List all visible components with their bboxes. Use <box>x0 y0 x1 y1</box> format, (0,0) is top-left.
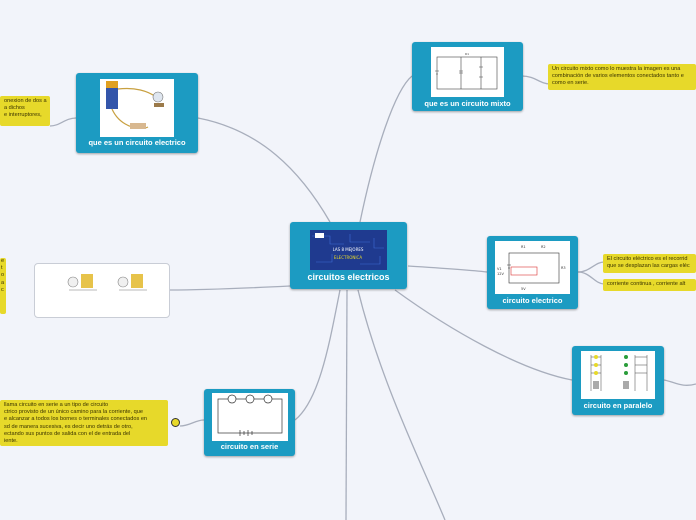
topic-circuito-mixto-label: que es un circuito mixto <box>424 99 511 108</box>
schem-r2: R2 <box>541 245 546 249</box>
central-board-text: LAS 8 MEJORES <box>333 247 364 252</box>
link-globe-icon[interactable] <box>171 418 180 427</box>
parallel-circuit-image <box>581 351 655 399</box>
series-circuit-image <box>212 393 288 441</box>
topic-circuito-electrico-label: circuito electrico <box>502 296 563 305</box>
topic-que-es-circuito-label: que es un circuito electrico <box>88 138 186 147</box>
schem-r1: R1 <box>521 245 526 249</box>
topic-circuito-mixto[interactable]: R1 que es un circuito mixto <box>412 42 523 111</box>
topic-circuito-electrico[interactable]: R1 R2 R3 V1 12V 5V circuito electrico <box>487 236 578 309</box>
schem-v1: V1 <box>497 267 502 271</box>
schem-v: 5V <box>521 287 526 291</box>
central-image: LAS 8 MEJORES ELECTRONICA <box>310 230 387 270</box>
note-right-top: Un circuito mixto como lo muestra la ima… <box>548 64 696 90</box>
battery-bulb-image <box>100 79 174 137</box>
note-right-mid-2: corriente continua , corriente alt <box>603 279 696 291</box>
topic-circuito-paralelo-label: circuito en paralelo <box>583 401 653 410</box>
central-title: circuitos electricos <box>307 272 390 282</box>
topic-circuito-paralelo[interactable]: circuito en paralelo <box>572 346 664 415</box>
central-board-text-2: ELECTRONICA <box>334 255 362 260</box>
svg-text:R1: R1 <box>465 52 469 56</box>
topic-que-es-circuito[interactable]: que es un circuito electrico <box>76 73 198 153</box>
bulbs-image-box <box>34 263 170 318</box>
topic-circuito-serie[interactable]: circuito en serie <box>204 389 295 456</box>
schem-v1-val: 12V <box>497 272 504 276</box>
note-left-bottom: llama circuito en serie a un tipo de cir… <box>0 400 168 446</box>
circuit-schematic-image: R1 R2 R3 V1 12V 5V <box>495 241 570 294</box>
mixed-circuit-image: R1 <box>431 47 504 97</box>
central-node[interactable]: LAS 8 MEJORES ELECTRONICA circuitos elec… <box>290 222 407 289</box>
topic-circuito-serie-label: circuito en serie <box>220 442 279 451</box>
schem-r3: R3 <box>561 266 566 270</box>
